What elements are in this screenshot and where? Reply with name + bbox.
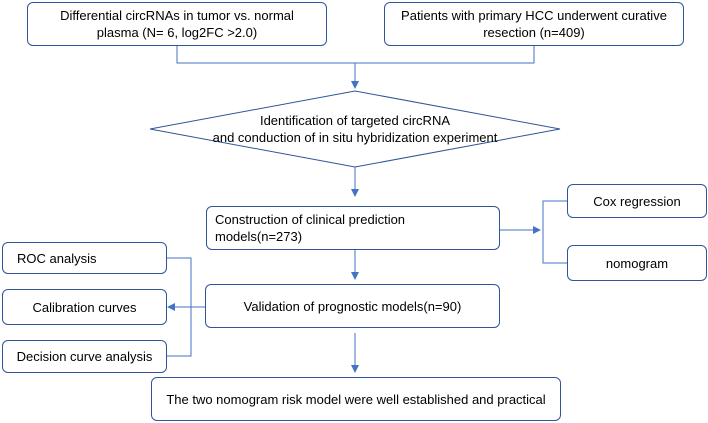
source-left-line2: plasma (N= 6, log2FC >2.0) xyxy=(96,25,258,40)
calibration-curves-label: Calibration curves xyxy=(32,299,137,315)
source-right-box: Patients with primary HCC underwent cura… xyxy=(384,2,684,46)
source-left-box: Differential circRNAs in tumor vs. norma… xyxy=(27,2,327,46)
left-source-connector xyxy=(176,46,355,64)
roc-analysis-label: ROC analysis xyxy=(17,250,97,266)
result-box: The two nomogram risk model were well es… xyxy=(151,377,561,421)
construction-box: Construction of clinical prediction mode… xyxy=(206,206,500,250)
calibration-curves-box: Calibration curves xyxy=(2,289,167,325)
decision-line2: and conduction of in situ hybridization … xyxy=(212,130,498,145)
decision-diamond xyxy=(149,90,561,168)
result-label: The two nomogram risk model were well es… xyxy=(166,391,546,407)
source-left-line1: Differential circRNAs in tumor vs. norma… xyxy=(60,8,294,23)
validation-box: Validation of prognostic models(n=90) xyxy=(205,284,500,328)
source-right-line2: resection (n=409) xyxy=(483,25,585,40)
cox-regression-box: Cox regression xyxy=(567,184,707,218)
nomogram-box: nomogram xyxy=(567,245,707,281)
validation-label: Validation of prognostic models(n=90) xyxy=(243,298,462,314)
roc-analysis-box: ROC analysis xyxy=(2,242,167,274)
bracket-right xyxy=(542,200,567,264)
decision-text: Identification of targeted circRNA and c… xyxy=(195,112,515,146)
decision-curve-label: Decision curve analysis xyxy=(16,349,153,364)
decision-line1: Identification of targeted circRNA xyxy=(259,113,451,128)
nomogram-label: nomogram xyxy=(605,255,669,271)
cox-regression-label: Cox regression xyxy=(593,193,681,209)
decision-curve-box: Decision curve analysis xyxy=(2,340,167,373)
source-right-line1: Patients with primary HCC underwent cura… xyxy=(401,8,667,23)
construction-label: Construction of clinical prediction mode… xyxy=(215,212,406,244)
right-source-connector xyxy=(355,46,535,64)
